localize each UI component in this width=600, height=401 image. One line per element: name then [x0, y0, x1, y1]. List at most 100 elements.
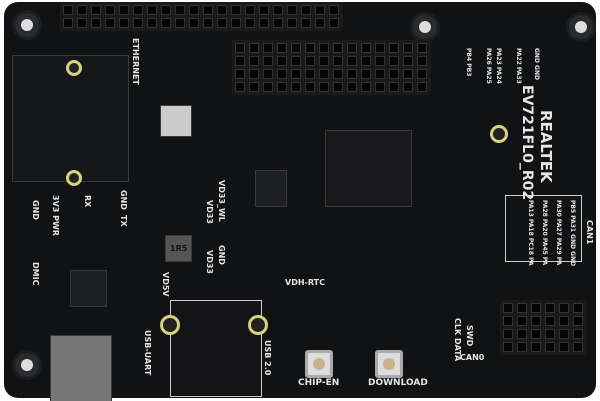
header-pin	[189, 18, 199, 28]
header-pin	[347, 69, 357, 79]
via	[66, 60, 82, 76]
header-pin	[559, 303, 569, 313]
header-pin	[503, 342, 513, 352]
header-pin	[161, 5, 171, 15]
header-pin	[291, 43, 301, 53]
header-pin	[559, 316, 569, 326]
header-pin	[91, 5, 101, 15]
header-pin	[333, 69, 343, 79]
header-pin	[333, 43, 343, 53]
ethernet-label: ETHERNET	[131, 38, 140, 85]
pin-label: GND GND	[533, 48, 540, 80]
header-pin	[217, 18, 227, 28]
via	[160, 315, 180, 335]
usb-uart-label: USB-UART	[143, 330, 152, 376]
header-pin	[315, 18, 325, 28]
usb-c-port[interactable]	[50, 335, 112, 401]
mounting-hole	[566, 12, 596, 42]
header-pin	[347, 56, 357, 66]
header-pin	[133, 5, 143, 15]
header-pin	[545, 303, 555, 313]
header-pin	[105, 18, 115, 28]
header-pin	[361, 69, 371, 79]
vdh-rtc-label: VDH-RTC	[285, 278, 325, 287]
header-pin	[503, 303, 513, 313]
header-pin	[277, 82, 287, 92]
header-pin	[305, 69, 315, 79]
pin-label: PA23 PA24	[495, 48, 502, 84]
header-pin	[389, 69, 399, 79]
header-pin	[263, 69, 273, 79]
header-pin	[287, 5, 297, 15]
header-pin	[389, 82, 399, 92]
header-pin	[375, 56, 385, 66]
header-pin	[77, 5, 87, 15]
header-pin	[315, 5, 325, 15]
mounting-hole	[12, 10, 42, 40]
header-pin	[375, 43, 385, 53]
header-pin	[403, 69, 413, 79]
via	[66, 170, 82, 186]
header-pin	[347, 82, 357, 92]
header-pin	[375, 82, 385, 92]
usb-2-footprint	[170, 300, 262, 397]
header-pin	[305, 82, 315, 92]
header-pin	[189, 5, 199, 15]
main-soc	[325, 130, 412, 207]
header-pin	[235, 56, 245, 66]
header-pin	[573, 303, 583, 313]
pin-label: PA13 PA18 PC18 PA	[527, 200, 534, 266]
pin-label: PA26 PA25	[485, 48, 492, 84]
header-pin	[531, 329, 541, 339]
header-pin	[333, 56, 343, 66]
3v3-pwr-label: 3V3 PWR	[51, 195, 60, 236]
can0-label: CAN0	[460, 353, 485, 362]
header-pin	[175, 18, 185, 28]
header-pin	[245, 5, 255, 15]
gpio-header-2	[232, 40, 431, 95]
header-pin	[559, 329, 569, 339]
header-pin	[545, 342, 555, 352]
download-button[interactable]	[375, 350, 403, 378]
header-pin	[291, 82, 301, 92]
dmic-label: DMIC	[31, 262, 40, 286]
pin-label: PA30 PA27 PA29 PA	[555, 200, 562, 266]
header-pin	[417, 69, 427, 79]
header-pin	[573, 316, 583, 326]
header-pin	[403, 82, 413, 92]
header-pin	[263, 82, 273, 92]
header-pin	[319, 56, 329, 66]
module-chip	[160, 105, 192, 137]
header-pin	[319, 43, 329, 53]
header-pin	[531, 303, 541, 313]
header-pin	[291, 69, 301, 79]
header-pin	[347, 43, 357, 53]
header-pin	[573, 342, 583, 352]
header-pin	[333, 82, 343, 92]
header-pin	[175, 5, 185, 15]
header-pin	[517, 303, 527, 313]
pin-label-box	[505, 195, 582, 262]
header-pin	[277, 56, 287, 66]
header-pin	[119, 5, 129, 15]
header-pin	[329, 5, 339, 15]
header-pin	[263, 43, 273, 53]
pin-label: PB4 PB3	[465, 48, 472, 77]
header-pin	[559, 342, 569, 352]
header-pin	[203, 18, 213, 28]
vd33-label: VD33	[205, 250, 214, 274]
header-pin	[217, 5, 227, 15]
gnd-label: GND	[31, 200, 40, 220]
header-pin	[277, 43, 287, 53]
header-pin	[545, 316, 555, 326]
gpio-header-top	[60, 2, 343, 31]
header-pin	[259, 18, 269, 28]
vd5v-label: VD5V	[161, 272, 170, 297]
header-pin	[531, 342, 541, 352]
header-pin	[161, 18, 171, 28]
header-pin	[249, 56, 259, 66]
header-pin	[147, 5, 157, 15]
chip-en-button[interactable]	[305, 350, 333, 378]
gnd-label: GND	[217, 245, 226, 265]
antenna-connector	[490, 125, 508, 143]
